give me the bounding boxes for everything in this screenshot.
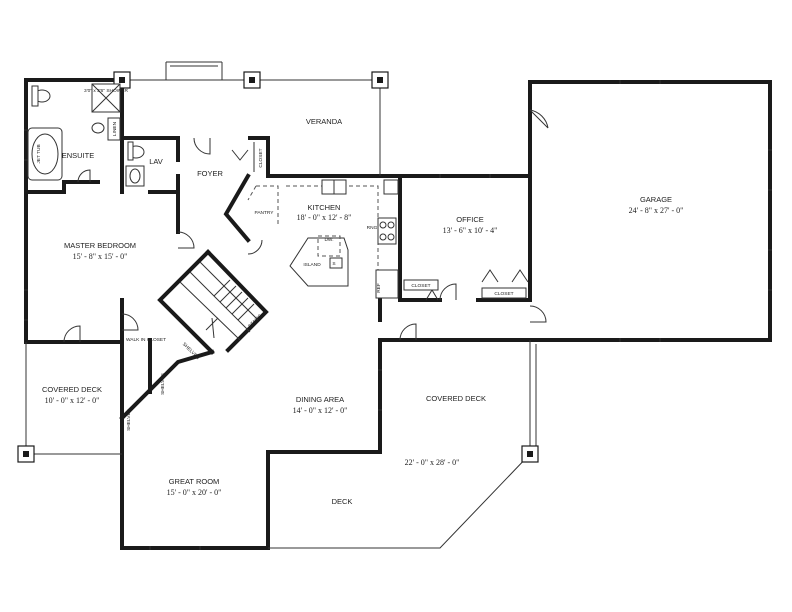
- room-name-dining-area: DINING AREA: [296, 395, 344, 404]
- room-dims-master-bedroom: 15' - 8" x 15' - 0": [73, 252, 128, 261]
- room-name-veranda: VERANDA: [306, 117, 342, 126]
- label-office-closet-right: CLOSET: [494, 291, 513, 297]
- room-dims-garage: 24' - 8" x 27' - 0": [629, 206, 684, 215]
- room-name-office: OFFICE: [456, 215, 484, 224]
- room-name-covered-deck-right: COVERED DECK: [426, 394, 486, 403]
- room-dims-covered-deck-left: 10' - 0" x 12' - 0": [45, 396, 100, 405]
- label-walk-in-closet: WALK IN CLOSET: [126, 337, 166, 343]
- room-dims-dining-area: 14' - 0" x 12' - 0": [293, 406, 348, 415]
- label-jet-tub: JET TUB: [36, 144, 42, 163]
- label-shelves-3: SHELVES: [126, 409, 132, 431]
- room-name-covered-deck-left: COVERED DECK: [42, 385, 102, 394]
- posts: [17, 71, 539, 463]
- room-name-master-bedroom: MASTER BEDROOM: [64, 241, 136, 250]
- windows: [24, 80, 772, 550]
- label-foyer-closet: CLOSET: [258, 148, 264, 167]
- label-sink: S: [332, 261, 335, 267]
- label-linen: LINEN: [112, 121, 118, 136]
- deck-outlines: [25, 61, 537, 549]
- room-dims-office: 13' - 6" x 10' - 4": [443, 226, 498, 235]
- room-name-kitchen: KITCHEN: [308, 203, 341, 212]
- label-shelves-2: SHELVES: [160, 373, 166, 395]
- label-island: ISLAND: [303, 262, 321, 268]
- room-dims-great-room: 15' - 0" x 20' - 0": [167, 488, 222, 497]
- walls: [24, 78, 772, 550]
- label-ref: REF: [376, 283, 382, 293]
- stairwell: [119, 249, 269, 421]
- room-name-garage: GARAGE: [640, 195, 672, 204]
- label-shower: 3'0" x 3'6" SHOWER: [84, 88, 128, 94]
- label-office-closet-left: CLOSET: [411, 283, 430, 289]
- label-stairs: STAIRS: [247, 313, 263, 329]
- fixtures: [27, 83, 527, 299]
- room-name-deck: DECK: [332, 497, 353, 506]
- doors: [63, 109, 549, 343]
- room-name-lav: LAV: [149, 157, 163, 166]
- room-dims-covered-deck-right: 22' - 0" x 28' - 0": [405, 458, 460, 467]
- room-name-foyer: FOYER: [197, 169, 223, 178]
- room-name-great-room: GREAT ROOM: [169, 477, 220, 486]
- room-name-ensuite: ENSUITE: [62, 151, 95, 160]
- room-dims-kitchen: 18' - 0" x 12' - 8": [297, 213, 352, 222]
- label-dw: DW.: [324, 237, 333, 243]
- label-rng: RNG: [367, 225, 378, 231]
- room-labels: VERANDA ENSUITE LAV FOYER KITCHEN 18' - …: [42, 117, 683, 506]
- label-pantry: PANTRY: [254, 210, 274, 216]
